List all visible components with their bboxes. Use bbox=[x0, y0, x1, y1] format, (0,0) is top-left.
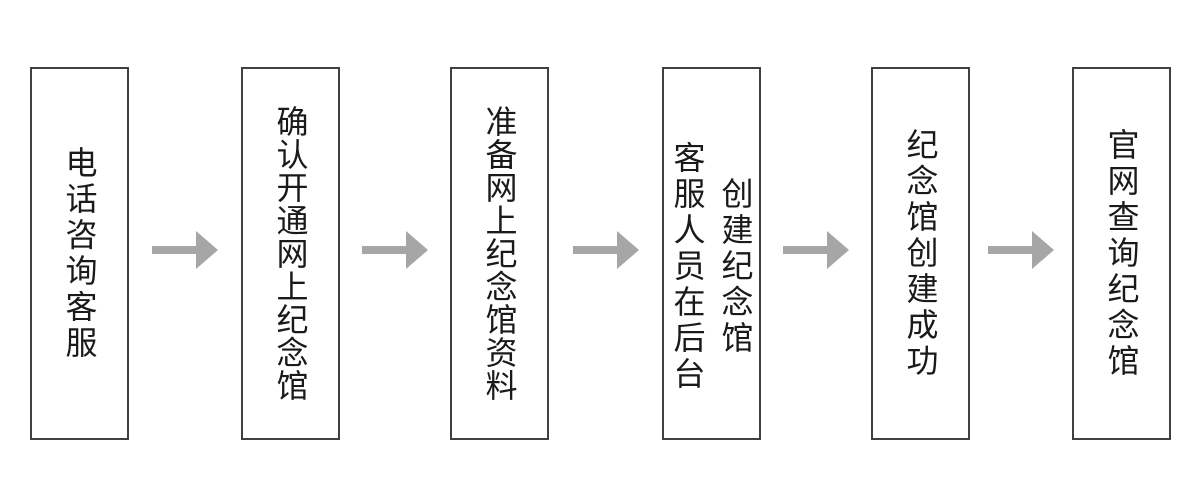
arrow-shaft bbox=[362, 246, 407, 254]
flow-step-5: 纪念馆创建成功 bbox=[871, 67, 970, 440]
arrow-head bbox=[827, 231, 849, 269]
flow-step-6-label: 官网查询纪念馆 bbox=[1103, 127, 1140, 380]
arrow-right-icon bbox=[573, 231, 639, 269]
arrow-shaft bbox=[988, 246, 1033, 254]
flow-step-1-label: 电话咨询客服 bbox=[61, 145, 98, 362]
flow-step-3: 准备网上纪念馆资料 bbox=[450, 67, 549, 440]
flow-step-6: 官网查询纪念馆 bbox=[1072, 67, 1171, 440]
flow-step-2-label: 确认开通网上纪念馆 bbox=[272, 105, 309, 402]
arrow-head bbox=[617, 231, 639, 269]
flow-step-4: 客服人员在后台 创建纪念馆 bbox=[662, 67, 761, 440]
arrow-head bbox=[196, 231, 218, 269]
arrow-right-icon bbox=[988, 231, 1054, 269]
flow-step-4-label: 客服人员在后台 创建纪念馆 bbox=[669, 140, 754, 393]
flow-step-3-label: 准备网上纪念馆资料 bbox=[481, 105, 518, 402]
arrow-right-icon bbox=[152, 231, 218, 269]
arrow-shaft bbox=[783, 246, 828, 254]
arrow-head bbox=[406, 231, 428, 269]
arrow-right-icon bbox=[783, 231, 849, 269]
flow-step-5-label: 纪念馆创建成功 bbox=[902, 127, 939, 380]
arrow-head bbox=[1032, 231, 1054, 269]
arrow-right-icon bbox=[362, 231, 428, 269]
flow-step-1: 电话咨询客服 bbox=[30, 67, 129, 440]
flow-step-2: 确认开通网上纪念馆 bbox=[241, 67, 340, 440]
arrow-shaft bbox=[152, 246, 197, 254]
arrow-shaft bbox=[573, 246, 618, 254]
